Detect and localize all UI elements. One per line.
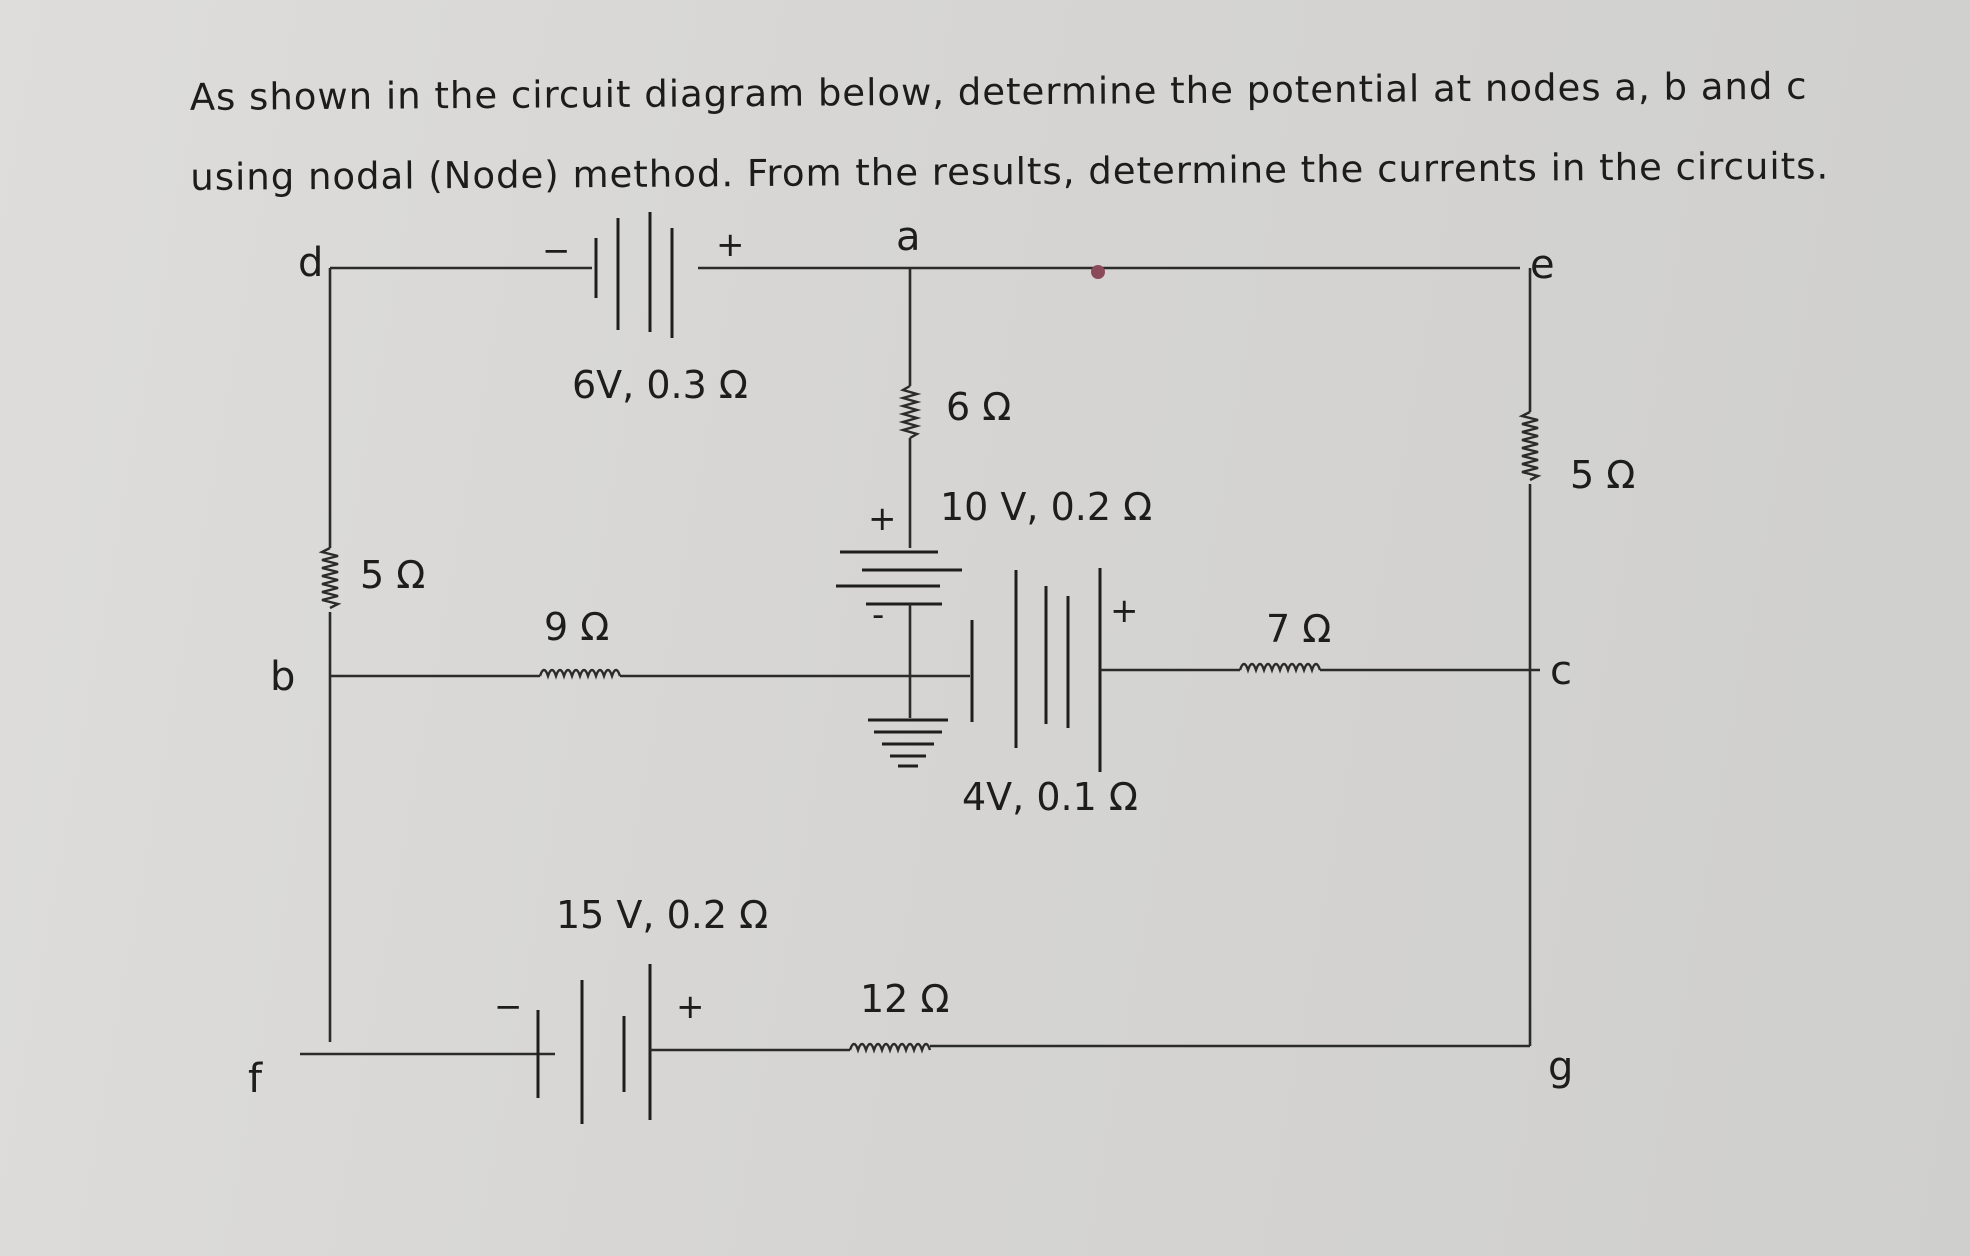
battery-4v [970,568,1102,772]
stray-dot [1091,265,1105,279]
node-label-c: c [1550,648,1572,694]
battery-4v-plus-sign: + [1110,591,1139,631]
battery-15v-label: 15 V, 0.2 Ω [556,893,768,937]
battery-6v-plus-sign: + [716,225,745,265]
battery-10v [836,550,962,606]
resistor-9 [538,668,622,680]
battery-4v-label: 4V, 0.1 Ω [962,775,1138,819]
battery-6v [594,212,674,338]
resistor-12 [848,1042,932,1054]
node-label-b: b [270,654,295,700]
battery-15v [536,964,652,1124]
battery-15v-minus-sign: − [494,987,523,1027]
node-label-a: a [896,214,921,260]
battery-15v-plus-sign: + [676,987,705,1027]
node-label-g: g [1548,1044,1573,1090]
resistor-5-right-label: 5 Ω [1570,453,1635,497]
resistor-5-left [318,546,342,610]
resistor-6 [898,384,922,440]
resistor-7 [1238,662,1322,674]
resistor-5-right [1518,410,1542,482]
ground-symbol [868,718,948,768]
battery-10v-minus-sign: - [872,595,884,635]
node-label-e: e [1530,242,1555,288]
battery-10v-label: 10 V, 0.2 Ω [940,485,1152,529]
node-label-f: f [248,1056,263,1102]
battery-10v-plus-sign: + [868,499,897,539]
resistor-9-label: 9 Ω [544,605,609,649]
battery-6v-minus-sign: − [542,231,571,271]
resistor-5-left-label: 5 Ω [360,553,425,597]
resistor-7-label: 7 Ω [1266,607,1331,651]
resistor-6-label: 6 Ω [946,385,1011,429]
node-label-d: d [298,240,323,286]
resistor-12-label: 12 Ω [860,977,949,1021]
battery-6v-label: 6V, 0.3 Ω [572,363,748,407]
